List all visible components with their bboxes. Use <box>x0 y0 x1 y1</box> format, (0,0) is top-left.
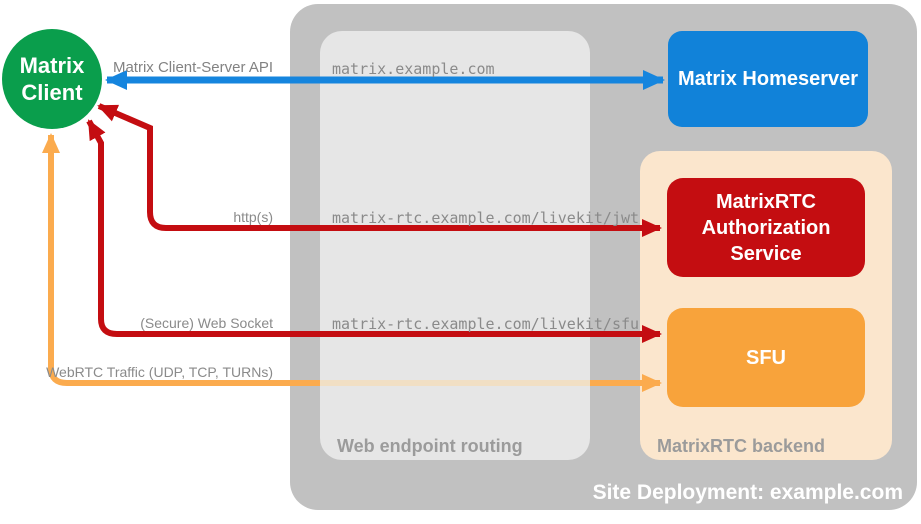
matrixrtc-authorization-service-node: MatrixRTC Authorization Service <box>667 178 865 277</box>
endpoint-url-livekit-sfu: matrix-rtc.example.com/livekit/sfu <box>332 315 640 333</box>
sfu-node: SFU <box>667 308 865 407</box>
webrtc-traffic-arrow <box>42 133 320 386</box>
matrix-homeserver-node: Matrix Homeserver <box>668 31 868 127</box>
web-endpoint-routing-label: Web endpoint routing <box>337 436 523 456</box>
endpoint-url-homeserver: matrix.example.com <box>332 60 495 78</box>
endpoint-url-livekit-jwt: matrix-rtc.example.com/livekit/jwt <box>332 209 640 227</box>
client-server-api-label: Matrix Client-Server API <box>112 59 273 76</box>
site-deployment-title: Site Deployment: example.com <box>592 481 903 504</box>
web-endpoint-routing-box <box>320 31 590 460</box>
webrtc-arrow-label: WebRTC Traffic (UDP, TCP, TURNs) <box>46 364 273 380</box>
websocket-arrow-label: (Secure) Web Socket <box>140 315 273 331</box>
http-arrow-label: http(s) <box>233 209 273 225</box>
matrix-client-node: Matrix Client <box>2 29 102 129</box>
matrixrtc-backend-label: MatrixRTC backend <box>657 436 826 456</box>
